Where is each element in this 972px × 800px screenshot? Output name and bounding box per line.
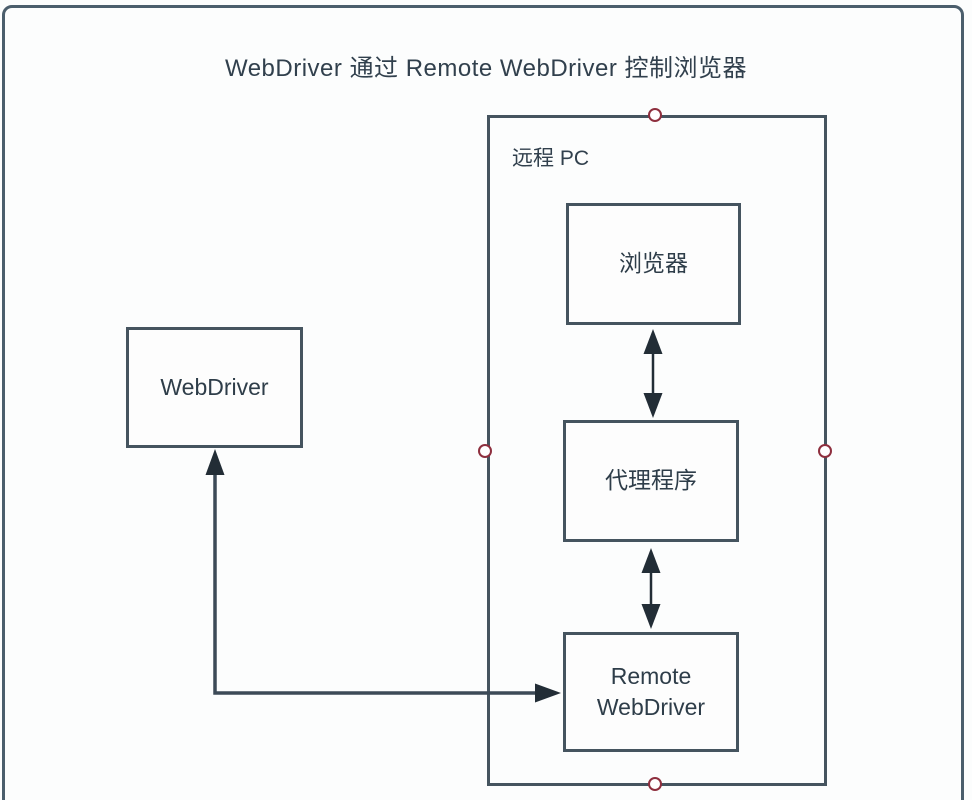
connection-handle-top[interactable] (648, 108, 662, 122)
connection-handle-bottom[interactable] (648, 777, 662, 791)
node-webdriver[interactable]: WebDriver (126, 327, 303, 448)
remote-pc-label: 远程 PC (512, 147, 590, 170)
node-agent[interactable]: 代理程序 (563, 420, 739, 542)
node-browser[interactable]: 浏览器 (566, 203, 741, 325)
connection-handle-right[interactable] (818, 444, 832, 458)
connection-handle-left[interactable] (478, 444, 492, 458)
node-remote-webdriver[interactable]: Remote WebDriver (563, 632, 739, 752)
diagram-title: WebDriver 通过 Remote WebDriver 控制浏览器 (224, 55, 748, 82)
node-browser-label: 浏览器 (619, 250, 688, 277)
outer-frame (2, 5, 964, 800)
node-webdriver-label: WebDriver (160, 373, 269, 400)
node-remote-webdriver-label: Remote WebDriver (596, 662, 706, 720)
node-agent-label: 代理程序 (605, 467, 697, 494)
